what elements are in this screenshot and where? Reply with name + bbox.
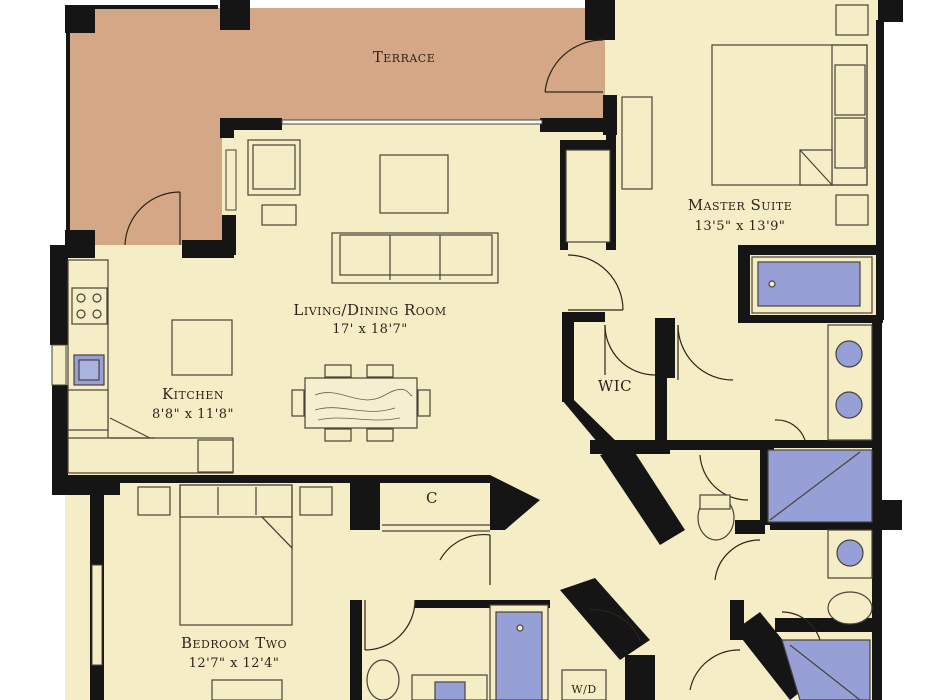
kitchen-island (171, 319, 233, 376)
doors (124, 39, 821, 691)
cooktop (71, 287, 108, 325)
dining-table (304, 377, 418, 429)
second-toilet (366, 659, 400, 700)
terrace-floor (68, 8, 605, 245)
windows (51, 119, 543, 666)
side-table (261, 204, 297, 226)
dresser (621, 96, 653, 190)
bedroom-two-dimensions: 12'7" x 12'4" (189, 656, 280, 671)
master-suite-label: Master Suite (688, 196, 793, 214)
bedroom-two-label: Bedroom Two (181, 634, 287, 652)
armchair (247, 139, 301, 196)
living-dining-dimensions: 17' x 18'7" (332, 322, 408, 337)
room-labels: Terrace Master Suite 13'5" x 13'9" Livin… (152, 48, 792, 696)
furniture (67, 4, 869, 700)
terrace-label: Terrace (373, 48, 436, 66)
kitchen-dimensions: 8'8" x 11'8" (152, 407, 234, 422)
lower-shower (781, 639, 871, 700)
console (565, 149, 611, 243)
nightstand (835, 194, 869, 226)
bath-fixtures (366, 256, 873, 700)
coffee-table (379, 154, 449, 214)
living-dining-label: Living/Dining Room (293, 301, 446, 319)
wic-label: WIC (598, 377, 632, 395)
closet-label: C (426, 489, 438, 507)
kitchen-label: Kitchen (162, 385, 224, 403)
nightstand (835, 4, 869, 36)
bedroom-bed (179, 484, 293, 626)
laundry-closet (561, 669, 607, 700)
master-shower (767, 449, 873, 523)
laundry-label: W/D (571, 683, 596, 696)
master-suite-dimensions: 13'5" x 13'9" (695, 219, 786, 234)
